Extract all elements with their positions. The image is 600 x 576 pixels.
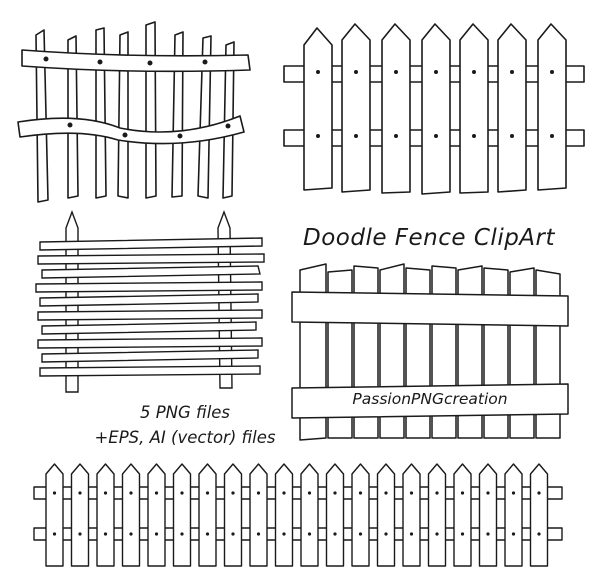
- nail: [460, 532, 465, 536]
- plank-board-fence: [291, 263, 569, 441]
- nail: [154, 532, 159, 536]
- picket: [198, 463, 217, 567]
- picket: [249, 463, 268, 567]
- picket: [274, 463, 294, 567]
- nail: [78, 491, 82, 495]
- picket: [96, 463, 115, 567]
- picket: [300, 463, 319, 567]
- nail: [409, 491, 414, 495]
- nail: [231, 532, 235, 536]
- nail: [511, 532, 516, 536]
- nail: [205, 532, 210, 536]
- nail: [537, 532, 541, 536]
- nail: [384, 491, 388, 495]
- nail: [154, 491, 159, 495]
- nail: [409, 532, 414, 536]
- nail: [333, 532, 337, 536]
- woven-wattle-fence: [35, 210, 265, 393]
- nail: [205, 491, 210, 495]
- picket: [147, 463, 166, 567]
- nail: [307, 491, 312, 495]
- nail: [435, 491, 439, 495]
- nail: [129, 532, 133, 536]
- nail: [486, 491, 490, 495]
- file-count-label: 5 PNG files: [139, 403, 231, 422]
- nail: [231, 491, 235, 495]
- nail: [486, 532, 490, 536]
- nail: [358, 532, 363, 536]
- page-title: Doodle Fence ClipArt: [303, 225, 556, 251]
- nail: [180, 532, 184, 536]
- picket: [478, 463, 498, 567]
- nail: [460, 491, 465, 495]
- picket: [453, 463, 472, 567]
- picket: [427, 463, 447, 567]
- nail: [129, 491, 133, 495]
- nail: [256, 491, 261, 495]
- picket: [351, 463, 370, 567]
- nail: [282, 491, 286, 495]
- picket: [402, 463, 421, 567]
- picket: [45, 463, 64, 567]
- picket: [325, 463, 345, 567]
- picket: [504, 463, 523, 567]
- picket: [121, 463, 141, 567]
- nail: [358, 491, 363, 495]
- picket: [376, 463, 396, 567]
- nail: [511, 491, 516, 495]
- nail: [384, 532, 388, 536]
- picket: [529, 463, 549, 567]
- nail: [180, 491, 184, 495]
- nail: [537, 491, 541, 495]
- picket: [70, 463, 90, 567]
- nail: [307, 532, 312, 536]
- picket: [223, 463, 243, 567]
- brand-label: PassionPNGcreation: [352, 390, 508, 408]
- nail: [78, 532, 82, 536]
- nail: [435, 532, 439, 536]
- pointed-picket-fence: [283, 23, 585, 195]
- nail: [103, 491, 108, 495]
- picket: [172, 463, 192, 567]
- file-formats-note: 5 PNG files +EPS, AI (vector) files: [70, 400, 300, 450]
- nail: [282, 532, 286, 536]
- nail: [333, 491, 337, 495]
- nail: [103, 532, 108, 536]
- file-types-label: +EPS, AI (vector) files: [94, 428, 276, 447]
- long-picket-fence: [33, 463, 563, 567]
- nail: [52, 491, 57, 495]
- nail: [256, 532, 261, 536]
- nail: [52, 532, 57, 536]
- rustic-stick-fence: [17, 21, 251, 203]
